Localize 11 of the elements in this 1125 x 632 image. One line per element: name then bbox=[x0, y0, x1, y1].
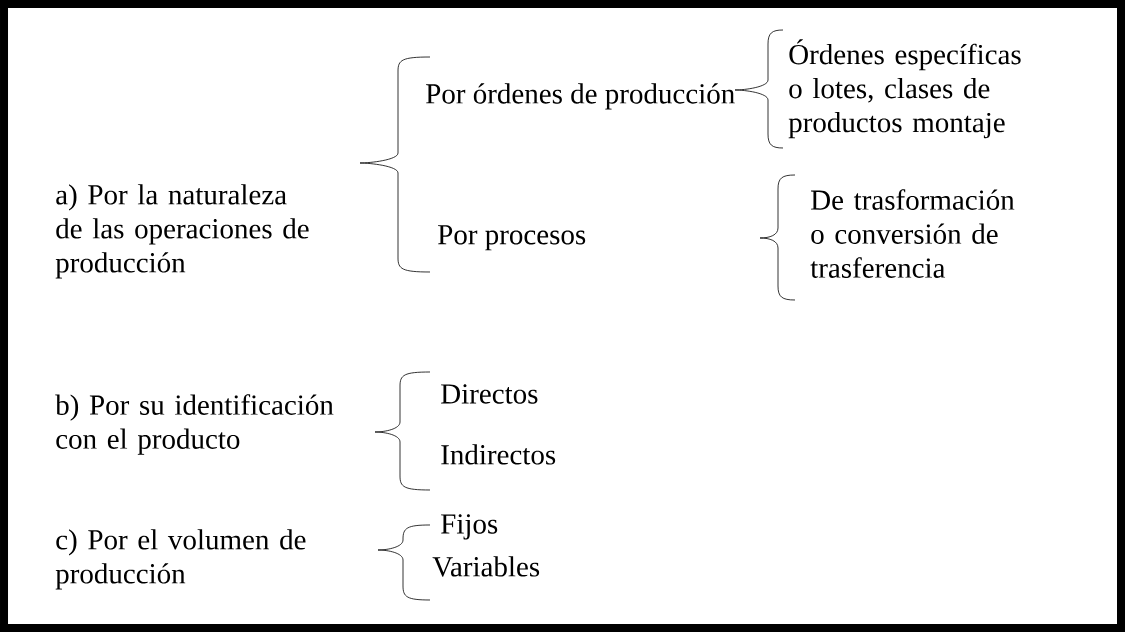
category-text: a) Por la naturaleza de las operaciones de producción bbox=[55, 184, 309, 279]
category-text: Directos bbox=[441, 384, 538, 404]
category-text: De trasformación o conversión de trasferencia bbox=[810, 189, 1015, 278]
category-text: Fijos bbox=[441, 514, 498, 540]
category-text: Por procesos bbox=[438, 225, 586, 251]
category-text: Variables bbox=[432, 556, 540, 577]
category-text: c) Por el volumen de producción bbox=[55, 529, 306, 590]
category-text: b) Por su identificación con el producto bbox=[55, 394, 334, 455]
category-text: Por órdenes de producción bbox=[426, 83, 735, 110]
category-text: Indirectos bbox=[441, 444, 556, 465]
category-text: Órdenes específicas o lotes, clases de productos montaje bbox=[788, 39, 1021, 139]
